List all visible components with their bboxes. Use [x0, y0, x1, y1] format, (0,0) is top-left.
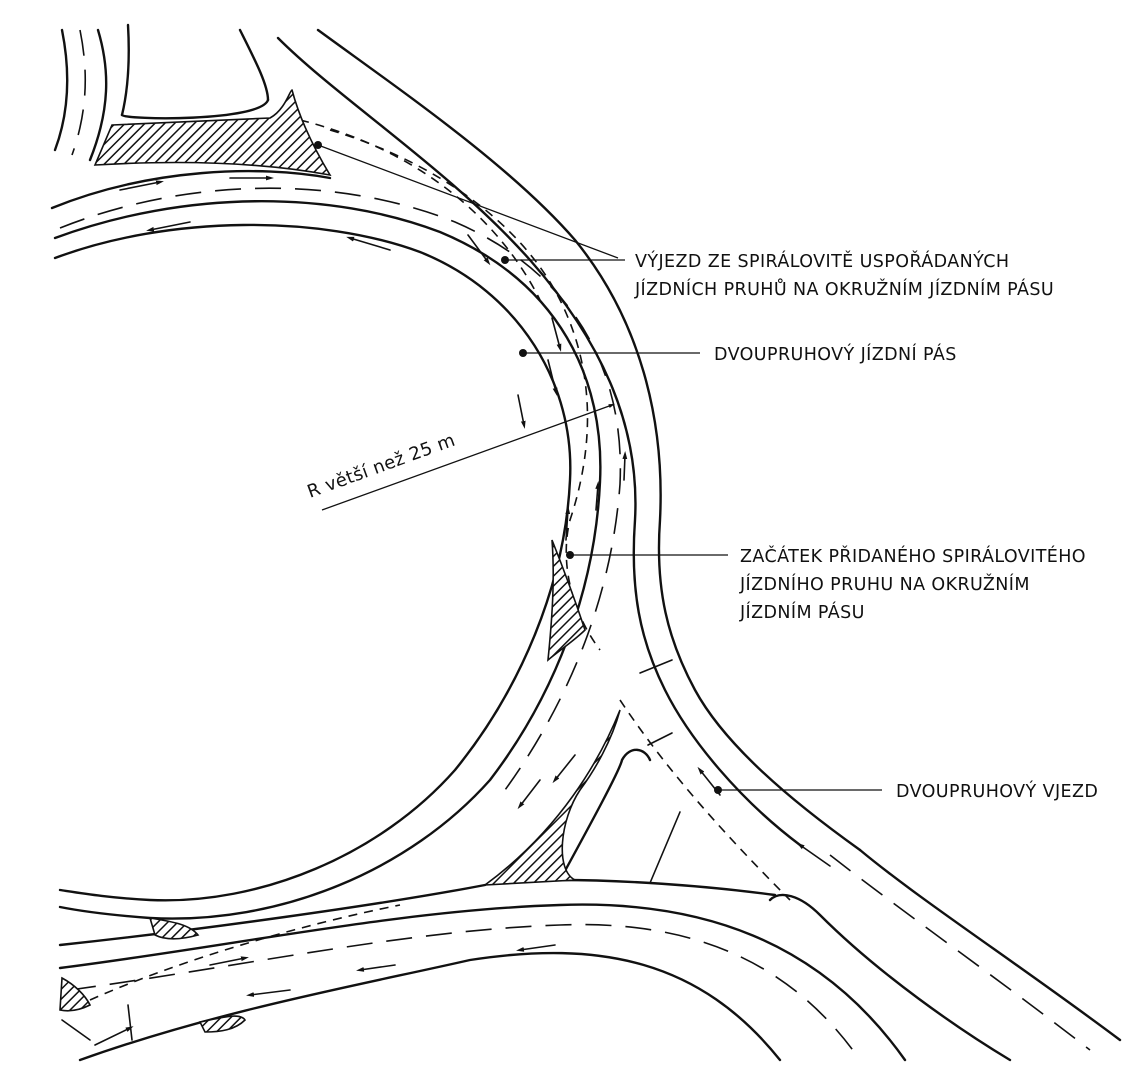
two-lane-carriageway-label: DVOUPRUHOVÝ JÍZDNÍ PÁS — [714, 343, 957, 365]
hatched-spiral-start — [547, 539, 586, 662]
spiral-start-label-line3: JÍZDNÍM PÁSU — [739, 601, 865, 623]
traffic-island-north — [93, 89, 332, 177]
exit-label-line2: JÍZDNÍCH PRUHŮ NA OKRUŽNÍM JÍZDNÍM PÁSU — [634, 278, 1054, 300]
spiral-start-label-line1: ZAČÁTEK PŘIDANÉHO SPIRÁLOVITÉHO — [740, 545, 1086, 567]
inner-lane-edge — [53, 200, 602, 920]
south-west-approach — [58, 883, 907, 1062]
callouts: VÝJEZD ZE SPIRÁLOVITĚ USPOŘÁDANÝCH JÍZDN… — [314, 141, 1098, 802]
outer-edge-upper-2 — [316, 28, 862, 852]
north-west-approach — [50, 23, 332, 210]
spiral-lane-dashed — [329, 129, 601, 651]
circulatory-carriageway — [53, 28, 862, 920]
traffic-island-south — [482, 709, 621, 886]
exit-label-line1: VÝJEZD ZE SPIRÁLOVITĚ USPOŘÁDANÝCH — [635, 250, 1009, 272]
outer-edge-upper — [276, 36, 802, 847]
south-east-approach — [482, 539, 1122, 1062]
central-island-edge — [53, 223, 572, 902]
exit-dashed — [299, 119, 541, 301]
two-lane-entry-label: DVOUPRUHOVÝ VJEZD — [896, 780, 1098, 802]
spiral-start-label-line2: JÍZDNÍHO PRUHU NA OKRUŽNÍM — [739, 573, 1030, 595]
radius-label: R větší než 25 m — [305, 430, 459, 503]
direction-arrows — [94, 175, 831, 1046]
